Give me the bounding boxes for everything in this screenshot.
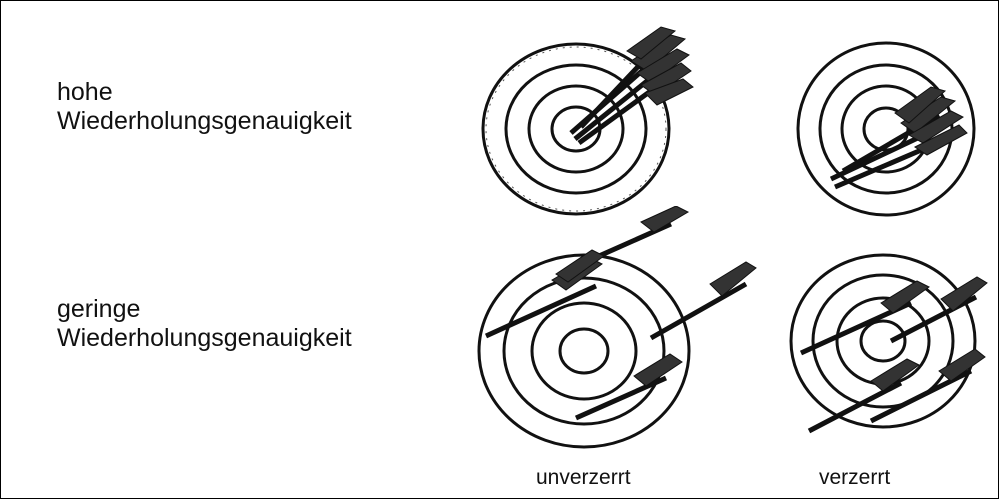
row-label-low-line1: geringe (57, 295, 141, 323)
target-low-biased (789, 253, 988, 434)
row-label-high-line2: Wiederholungsgenauigkeit (57, 107, 352, 135)
row-label-low-line2: Wiederholungsgenauigkeit (57, 324, 352, 352)
column-label-biased: verzerrt (819, 466, 891, 489)
column-label-unbiased: unverzerrt (536, 466, 631, 489)
row-label-high-line1: hohe (57, 78, 113, 106)
row-label-low-repeatability: geringe Wiederholungsgenauigkeit (57, 295, 352, 353)
row-label-high-repeatability: hohe Wiederholungsgenauigkeit (57, 78, 352, 136)
target-high-unbiased (481, 26, 694, 216)
target-low-unbiased (477, 206, 757, 449)
target-high-biased (796, 41, 976, 217)
